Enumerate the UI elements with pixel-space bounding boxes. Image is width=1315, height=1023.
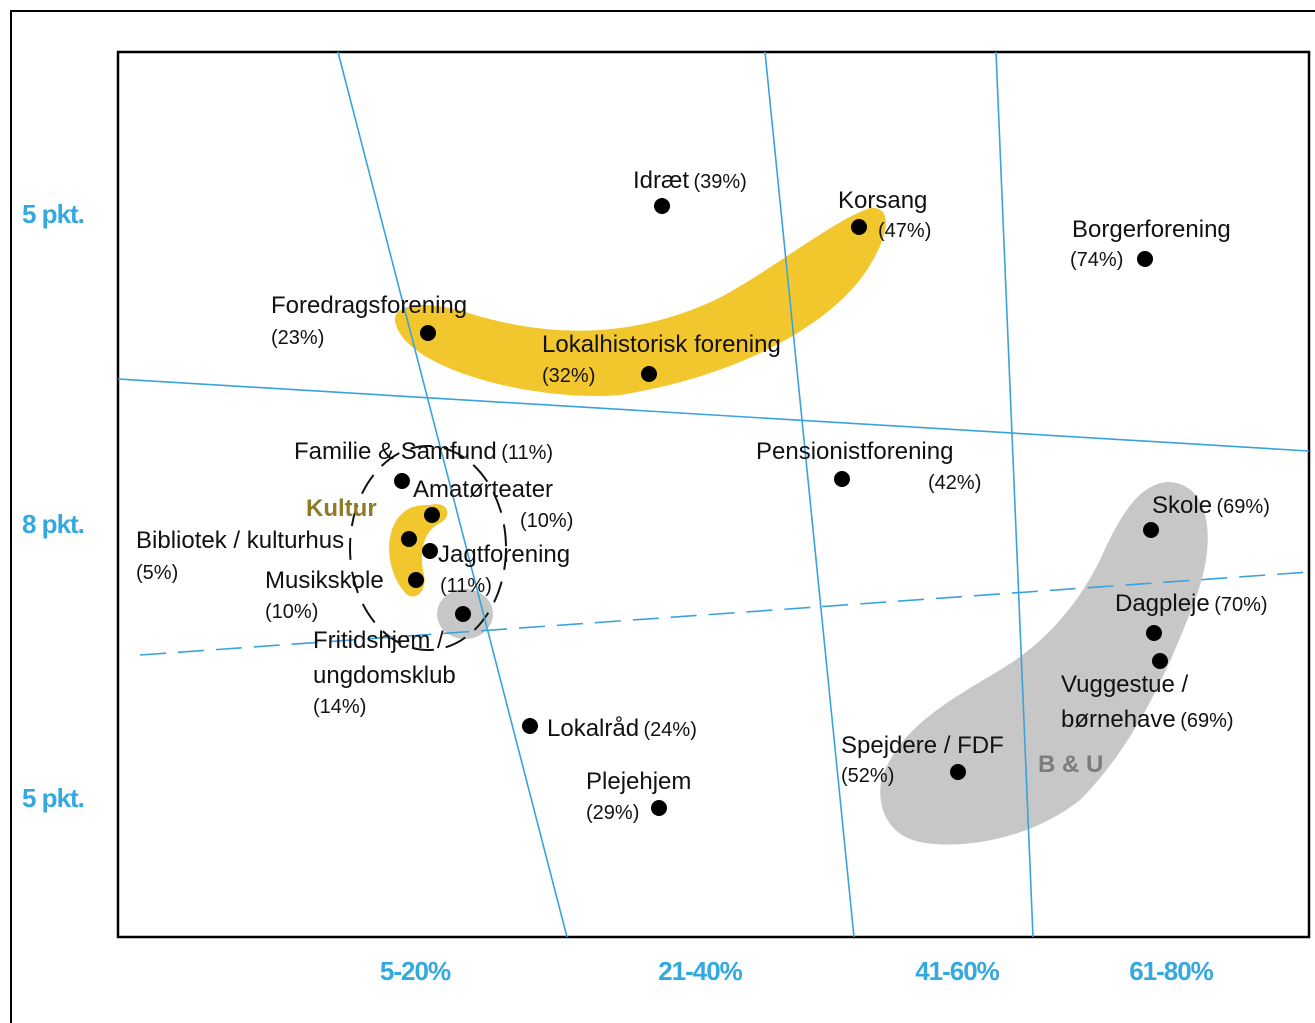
divider-line <box>995 51 1034 938</box>
label-skole: Skole (69%) <box>1152 492 1270 519</box>
label-vuggestue: Vuggestue / <box>1061 671 1189 698</box>
x-axis-label-3: 41-60% <box>915 956 999 986</box>
point-pensionistforening <box>834 471 850 487</box>
x-axis-label-2: 21-40% <box>658 956 742 986</box>
divider-line <box>337 51 568 938</box>
y-axis-label-bottom: 5 pkt. <box>22 783 84 813</box>
y-axis-label-top: 5 pkt. <box>22 199 84 229</box>
pct-foredragsforening: (23%) <box>271 327 324 349</box>
point-borgerforening <box>1137 251 1153 267</box>
point-labels: Idræt (39%) Korsang (47%) Borgerforening… <box>136 167 1270 824</box>
pct-pensionistforening: (42%) <box>928 472 981 494</box>
group-label-bu: B & U <box>1038 751 1103 778</box>
pct-korsang: (47%) <box>878 220 931 242</box>
label-ungdomsklub: ungdomsklub <box>313 662 456 689</box>
point-lokalhistorisk-forening <box>641 366 657 382</box>
plot-frame <box>116 50 1311 939</box>
pct-spejdere: (52%) <box>841 765 894 787</box>
group-label-kultur: Kultur <box>306 495 377 522</box>
kultur-blob-small <box>389 504 448 597</box>
divider-line <box>764 51 855 938</box>
point-musikskole <box>408 572 424 588</box>
label-bornehave: børnehave (69%) <box>1061 706 1234 733</box>
label-foredragsforening: Foredragsforening <box>271 292 467 319</box>
y-axis-label-middle: 8 pkt. <box>22 509 84 539</box>
divider-line <box>117 378 1310 452</box>
point-familie-samfund <box>394 473 410 489</box>
pct-jagtforening: (11%) <box>440 575 492 597</box>
divider-dashed-line <box>139 571 1310 656</box>
point-idræt <box>654 198 670 214</box>
label-korsang: Korsang <box>838 187 927 214</box>
label-bibliotek: Bibliotek / kulturhus <box>136 527 344 554</box>
point-fritidshjem <box>455 606 471 622</box>
outer-border <box>10 10 1315 1023</box>
label-spejdere: Spejdere / FDF <box>841 732 1004 759</box>
pct-amatorteater: (10%) <box>520 510 573 532</box>
label-lokalraad: Lokalråd (24%) <box>547 715 697 742</box>
point-amatørteater <box>424 507 440 523</box>
label-pensionistforening: Pensionistforening <box>756 438 953 465</box>
point-dagpleje <box>1146 625 1162 641</box>
label-dagpleje: Dagpleje (70%) <box>1115 590 1268 617</box>
label-lokalhistorisk: Lokalhistorisk forening <box>542 331 781 358</box>
label-amatorteater: Amatørteater <box>413 476 553 503</box>
label-fritidshjem: Fritidshjem / <box>313 627 444 654</box>
point-jagtforening <box>422 543 438 559</box>
label-musikskole: Musikskole <box>265 567 384 594</box>
label-jagtforening: Jagtforening <box>438 541 570 568</box>
pct-borgerforening: (74%) <box>1070 249 1123 271</box>
pct-bibliotek: (5%) <box>136 562 178 584</box>
kultur-blob-upper <box>394 207 886 396</box>
pct-plejehjem: (29%) <box>586 802 639 824</box>
point-vuggestue <box>1152 653 1168 669</box>
label-idraet: Idræt (39%) <box>633 167 747 194</box>
x-axis-label-1: 5-20% <box>380 956 451 986</box>
point-bibliotek-kulturhus <box>401 531 417 547</box>
x-axis-label-4: 61-80% <box>1129 956 1213 986</box>
point-korsang <box>851 219 867 235</box>
label-familie-samfund: Familie & Samfund (11%) <box>294 438 553 465</box>
point-foredragsforening <box>420 325 436 341</box>
pct-lokalhistorisk: (32%) <box>542 365 595 387</box>
point-plejehjem <box>651 800 667 816</box>
pct-musikskole: (10%) <box>265 601 318 623</box>
bu-blob-large <box>880 482 1208 845</box>
point-spejdere-fdf <box>950 764 966 780</box>
point-skole <box>1143 522 1159 538</box>
label-borgerforening: Borgerforening <box>1072 216 1231 243</box>
data-points <box>394 198 1168 816</box>
point-lokalråd <box>522 718 538 734</box>
label-plejehjem: Plejehjem <box>586 768 691 795</box>
pct-fritidshjem: (14%) <box>313 696 366 718</box>
kultur-dashed-circle <box>349 445 507 651</box>
